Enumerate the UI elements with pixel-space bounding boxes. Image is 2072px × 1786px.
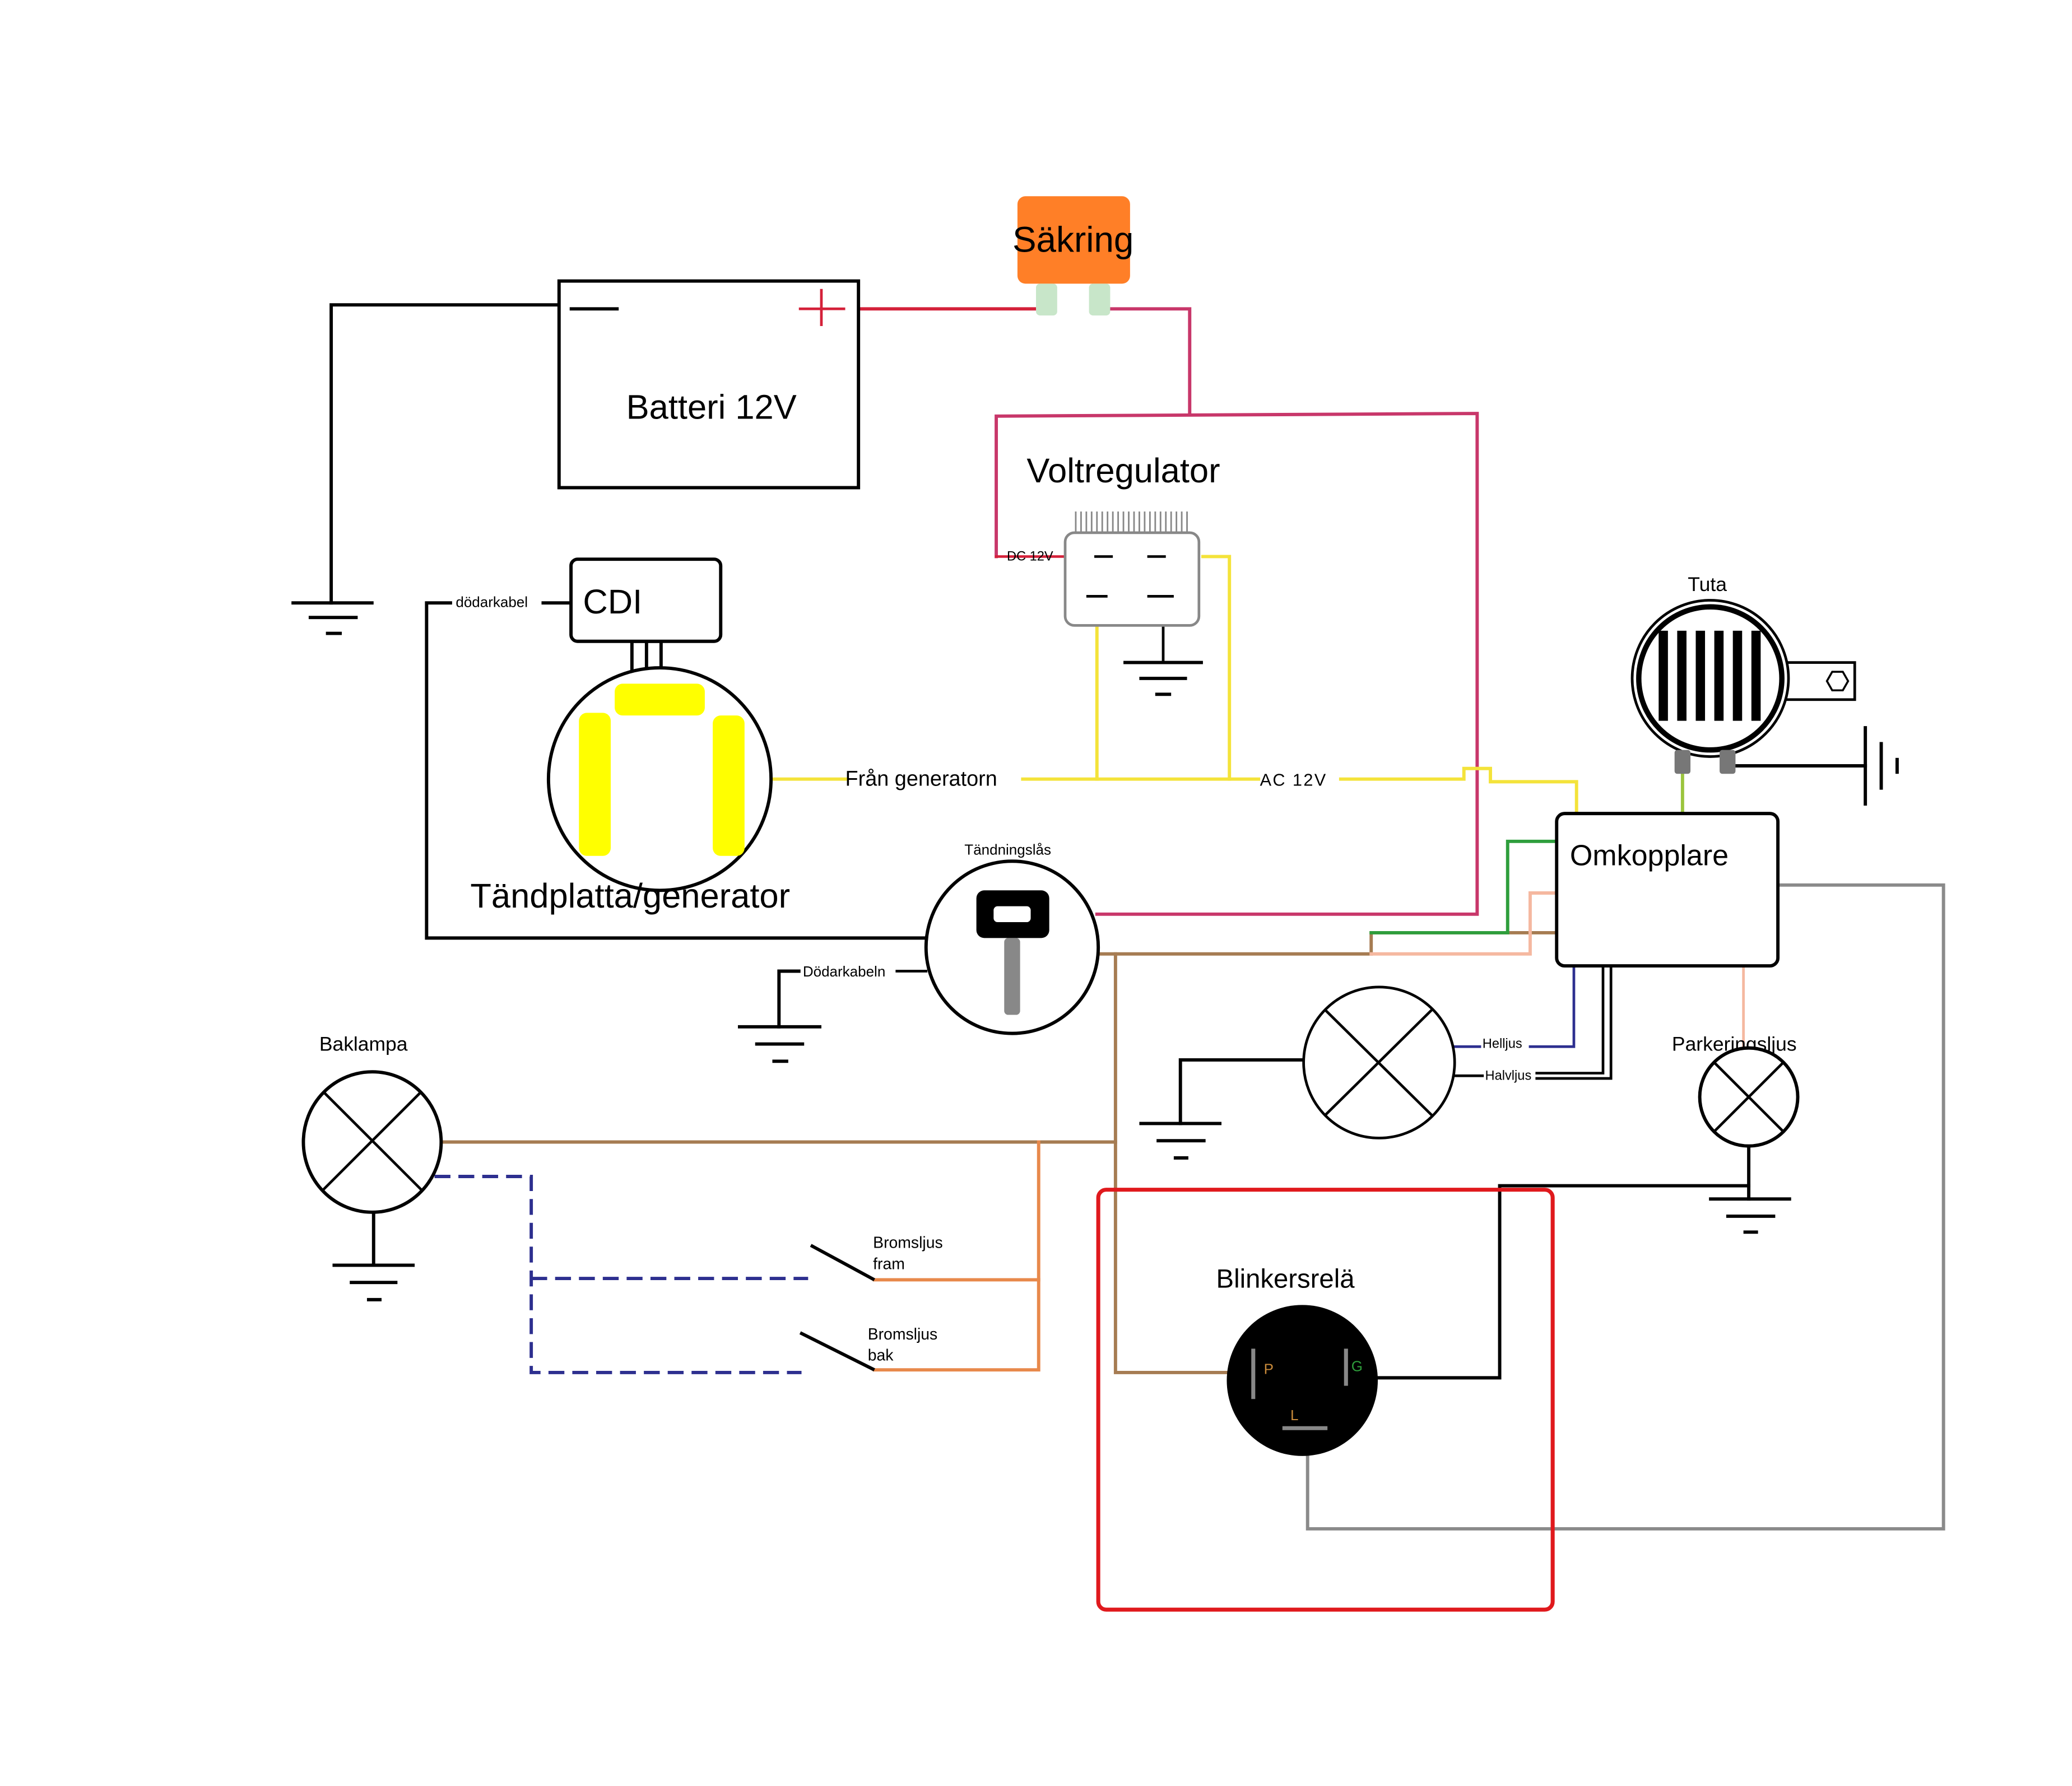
ground-symbol-ignition	[737, 1025, 821, 1063]
fuse-pin-left	[1036, 283, 1057, 316]
stator-generator: Tändplatta/generator	[470, 666, 790, 915]
stator-coil-top	[615, 683, 705, 716]
cdi-label: CDI	[583, 583, 642, 621]
red-bus-wire	[995, 412, 1479, 916]
brown-drop-wire	[1113, 952, 1234, 1374]
blinker-relay-highlight-box	[1096, 1188, 1555, 1612]
relay-p-label: P	[1264, 1360, 1274, 1377]
relay-l-label: L	[1290, 1407, 1298, 1424]
regulator-terminals	[1086, 555, 1174, 598]
blinker-relay: P G L	[1227, 1305, 1378, 1456]
battery: Batteri 12V	[557, 279, 861, 490]
horn-terminal-right	[1720, 750, 1736, 774]
stator-coil-right	[713, 715, 745, 856]
switch-label: Omkopplare	[1570, 839, 1729, 872]
kill-loop-wire	[425, 601, 930, 940]
blinker-relay-label: Blinkersrelä	[1216, 1264, 1355, 1294]
parking-light: Parkeringsljus	[1672, 1032, 1800, 1148]
pink-wire	[1369, 891, 1559, 956]
horn-label: Tuta	[1688, 573, 1727, 596]
cdi-unit: CDI dödarkabel	[456, 557, 723, 643]
brake-rear-label-1: Bromsljus	[868, 1325, 938, 1343]
from-generator-label: Från generatorn	[845, 767, 997, 790]
ac12v-label: AC 12V	[1260, 770, 1327, 789]
ignition-label: Tändningslås	[964, 841, 1051, 858]
regulator-body	[1063, 531, 1201, 627]
brake-orange-wire	[872, 1140, 1040, 1372]
horn-terminal-left	[1674, 750, 1691, 774]
switch-gray-wire	[1306, 883, 1945, 1531]
low-beam-label: Halvljus	[1485, 1068, 1532, 1083]
ground-symbol-regulator	[1123, 661, 1203, 696]
regulator-label: Voltregulator	[1026, 452, 1220, 490]
cdi-kill-wire-label: dödarkabel	[456, 593, 528, 610]
dc12v-label: DC 12V	[1007, 550, 1053, 564]
stator-label: Tändplatta/generator	[470, 877, 790, 915]
ground-symbol-parking	[1709, 1197, 1791, 1234]
voltage-regulator: Voltregulator DC 12V	[1007, 452, 1220, 627]
ground-symbol-battery	[291, 601, 374, 635]
horn-bolt	[1825, 671, 1850, 692]
handlebar-switch: Omkopplare	[1555, 812, 1780, 968]
green-wire	[1369, 839, 1559, 934]
ground-symbol-horn	[1864, 726, 1899, 806]
ignition-lock: Tändningslås Dödarkabeln	[803, 841, 1100, 1035]
brake-dashed-wire	[434, 1175, 802, 1374]
stator-coil-left	[579, 713, 611, 856]
headlight: Helljus Halvljus	[1302, 985, 1532, 1139]
horn: Tuta	[1630, 573, 1856, 774]
ignition-kill-wire-label: Dödarkabeln	[803, 963, 885, 980]
low-beam-wire-2	[1535, 966, 1613, 1080]
brake-front-label-2: fram	[873, 1255, 905, 1273]
ignition-brown-wire	[1095, 931, 1559, 956]
battery-ground-wire	[329, 303, 561, 605]
brake-rear-label-2: bak	[868, 1347, 894, 1365]
battery-plus-symbol	[798, 289, 845, 327]
brake-front-label-1: Bromsljus	[873, 1234, 943, 1252]
fuse-label: Säkring	[1012, 220, 1133, 260]
battery-label: Batteri 12V	[626, 388, 797, 427]
fuse: Säkring	[1012, 196, 1133, 316]
high-beam-label: Helljus	[1483, 1037, 1522, 1052]
tail-lamp-label: Baklampa	[319, 1032, 408, 1055]
relay-g-wire	[1376, 1184, 1751, 1380]
tail-lamp: Baklampa	[301, 1032, 443, 1214]
headlight-ground-wire	[1178, 1058, 1304, 1125]
fuse-pin-right	[1089, 283, 1111, 316]
key-slot	[993, 906, 1031, 923]
horn-grille	[1658, 630, 1761, 721]
regulator-ac-wire-right	[1201, 555, 1232, 781]
brake-front-switch-blade	[810, 1244, 875, 1282]
low-beam-wire-1	[1535, 966, 1605, 1075]
relay-g-label: G	[1351, 1358, 1363, 1375]
fuse-output-wire	[1108, 307, 1192, 416]
regulator-heatsink	[1075, 511, 1188, 533]
brake-rear-switch-blade	[799, 1331, 875, 1371]
ground-symbol-tail	[332, 1263, 415, 1301]
high-beam-wire	[1529, 966, 1576, 1048]
ac-to-switch-wire	[1339, 766, 1578, 816]
ignition-kill-wire	[777, 969, 801, 1029]
ground-symbol-headlight	[1139, 1122, 1222, 1160]
key-blade	[1004, 938, 1020, 1015]
